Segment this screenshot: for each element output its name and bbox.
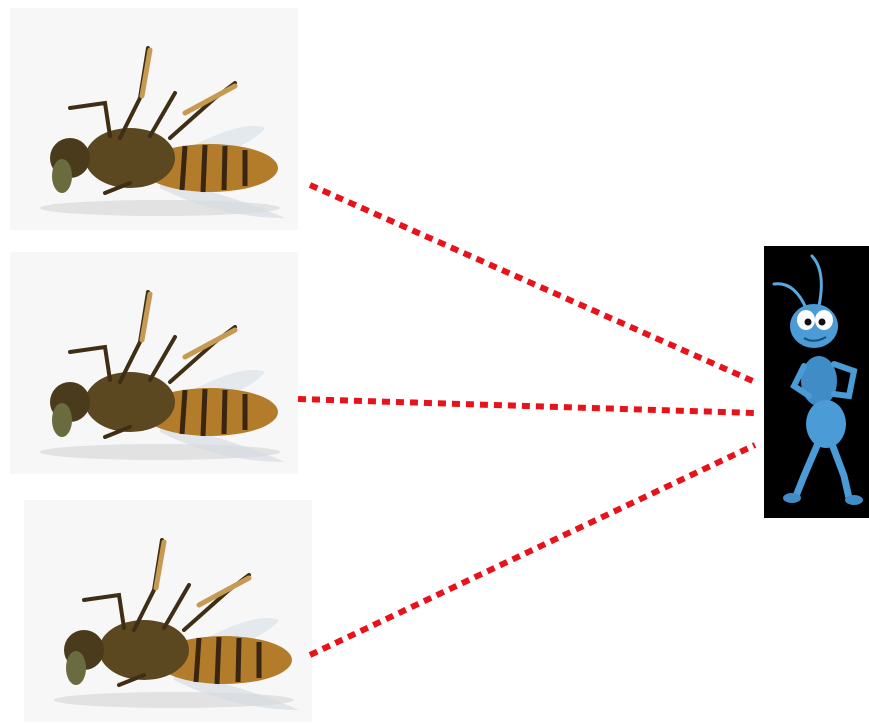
connector-line-bottom: [310, 445, 755, 655]
connector-line-middle: [298, 399, 755, 413]
connector-line-top: [310, 185, 755, 382]
